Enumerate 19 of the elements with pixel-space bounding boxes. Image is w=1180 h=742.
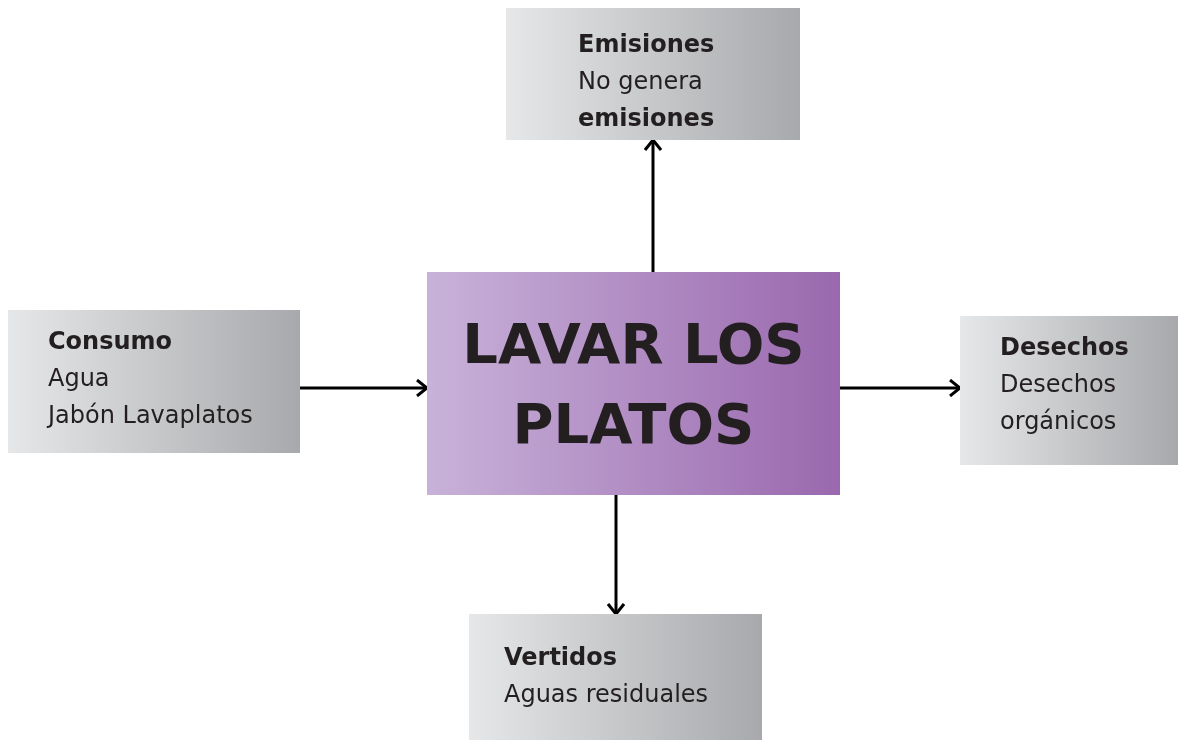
box-heading: Consumo [48,326,174,357]
box-text: Agua [48,363,111,394]
process-title: LAVAR LOS PLATOS [461,309,806,458]
box-text: No genera emisiones [578,66,716,134]
arrow [643,138,663,272]
box-heading: Vertidos [504,642,619,673]
box-text: Jabón Lavaplatos [48,400,254,431]
output-box [469,614,762,740]
arrow [300,378,429,398]
box-heading: Emisiones [578,29,716,60]
process-box [427,272,840,495]
box-text: Aguas residuales [504,679,710,710]
output-box [960,316,1178,465]
box-heading: Desechos [1000,332,1130,363]
output-box [506,8,800,140]
box-text: Desechos orgánicos [1000,369,1118,437]
output-box [8,310,300,453]
arrow [606,495,626,616]
arrow [840,378,962,398]
